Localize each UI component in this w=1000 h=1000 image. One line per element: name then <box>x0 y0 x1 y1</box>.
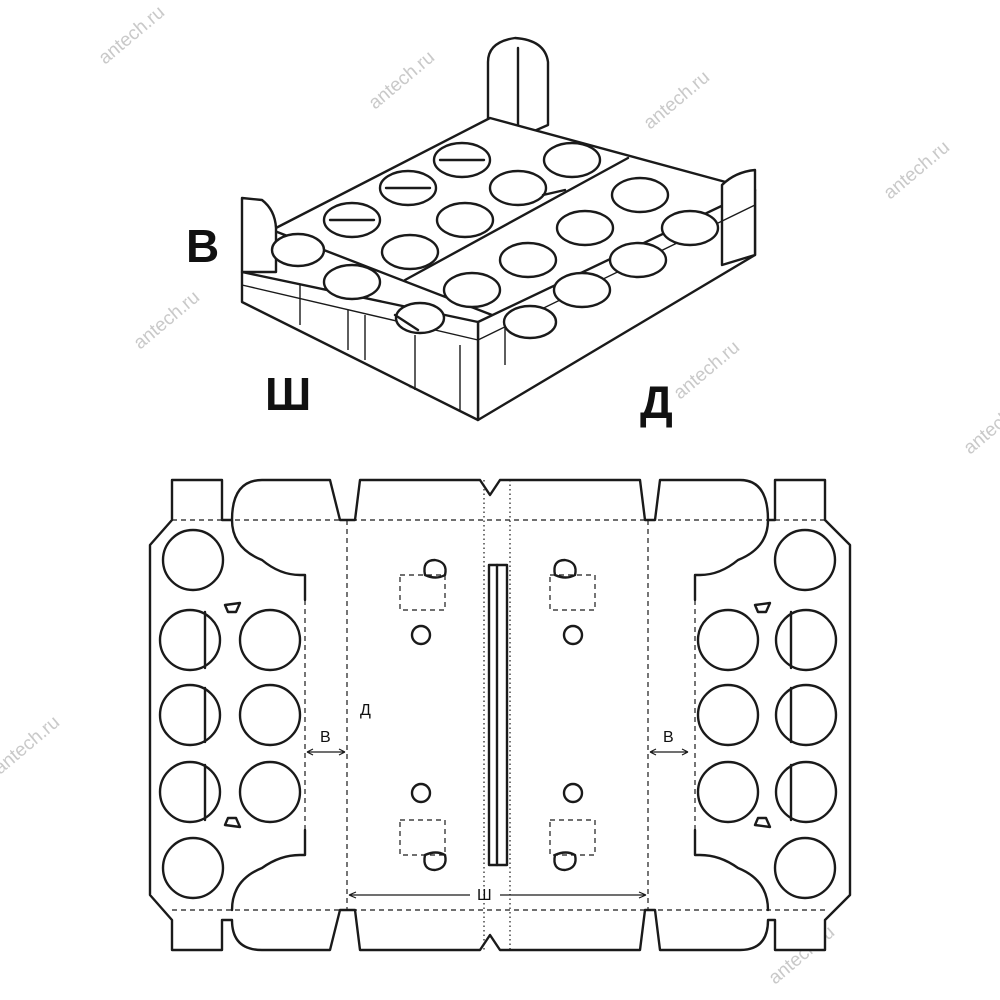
right-end-wall <box>720 168 757 267</box>
cell-hole <box>610 176 670 214</box>
cell-hole <box>158 760 222 824</box>
short-side-top-edge <box>241 284 479 341</box>
tray-cells <box>270 141 720 340</box>
right-panel-cutout-bottom <box>693 828 770 912</box>
blank-label-height-right: В <box>663 729 674 746</box>
blank-label-width: Ш <box>477 887 492 904</box>
cell-hole <box>442 271 502 309</box>
right-cells <box>696 528 838 900</box>
tray-front-short-side <box>240 270 480 422</box>
dim-width <box>348 891 647 899</box>
cell-hole <box>696 608 760 672</box>
watermark: antech.ru <box>130 287 204 354</box>
cell-hole <box>158 608 222 672</box>
lock-tab-notch <box>423 558 447 579</box>
blank-label-height-left: В <box>320 729 331 746</box>
short-side-panel-lines <box>299 285 461 410</box>
watermark: antech.ru <box>365 47 439 114</box>
small-notch <box>753 601 772 614</box>
cell-hole <box>238 760 302 824</box>
cell-slot-lines <box>328 158 567 332</box>
label-length: Д <box>640 376 673 428</box>
die-cut-blank <box>148 478 852 952</box>
cell-hole <box>238 683 302 747</box>
cell-hole <box>696 760 760 824</box>
small-notch <box>753 816 772 829</box>
blank-label-length: Д <box>360 702 371 719</box>
watermark: antech.ru <box>880 137 954 204</box>
cell-hole <box>696 683 760 747</box>
cell-hole <box>488 169 548 207</box>
label-height: В <box>186 220 219 272</box>
left-panel-cutout-top <box>230 518 307 602</box>
cell-hole <box>552 271 612 309</box>
tray-3d-view <box>240 36 757 422</box>
watermark: antech.ru <box>0 712 64 779</box>
cell-hole <box>238 608 302 672</box>
small-notch <box>223 816 242 829</box>
small-hole <box>562 624 584 646</box>
cell-hole <box>394 301 446 335</box>
dim-height-left <box>306 748 346 756</box>
cell-hole <box>435 201 495 239</box>
lock-tabs <box>399 558 596 872</box>
small-hole <box>410 624 432 646</box>
watermark: antech.ru <box>640 67 714 134</box>
cell-hole <box>608 241 668 279</box>
cell-hole <box>380 233 440 271</box>
cell-hole <box>270 232 326 268</box>
cell-hole <box>322 263 382 301</box>
dim-height-right <box>649 748 689 756</box>
cell-hole <box>555 209 615 247</box>
label-width: Ш <box>265 368 311 420</box>
cell-hole <box>774 760 838 824</box>
left-cells <box>158 528 302 900</box>
cell-hole <box>502 304 558 340</box>
cell-hole <box>774 608 838 672</box>
watermark: antech.ru <box>670 337 744 404</box>
lock-tab <box>549 574 596 611</box>
cell-hole <box>161 528 225 592</box>
lock-tab-notch <box>553 851 577 872</box>
lock-tab <box>549 819 596 856</box>
cell-hole <box>660 209 720 247</box>
cell-hole <box>498 241 558 279</box>
lock-tab <box>399 819 446 856</box>
lock-tab <box>399 574 446 611</box>
small-notch <box>223 601 242 614</box>
watermark: antech.ru <box>95 2 169 69</box>
left-panel-cutout-bottom <box>230 828 307 912</box>
cell-hole <box>161 836 225 900</box>
small-hole <box>410 782 432 804</box>
cell-hole <box>773 836 837 900</box>
cell-hole <box>542 141 602 179</box>
right-panel-cutout-top <box>693 518 770 602</box>
cell-hole <box>773 528 837 592</box>
center-divider <box>403 156 630 282</box>
lock-tab-notch <box>423 851 447 872</box>
cell-hole <box>158 683 222 747</box>
cell-hole <box>774 683 838 747</box>
left-end-wall <box>240 196 278 274</box>
dimension-lines <box>306 748 689 899</box>
lock-tab-notch <box>553 558 577 579</box>
small-hole <box>562 782 584 804</box>
watermark: antech.ru <box>960 392 1000 459</box>
